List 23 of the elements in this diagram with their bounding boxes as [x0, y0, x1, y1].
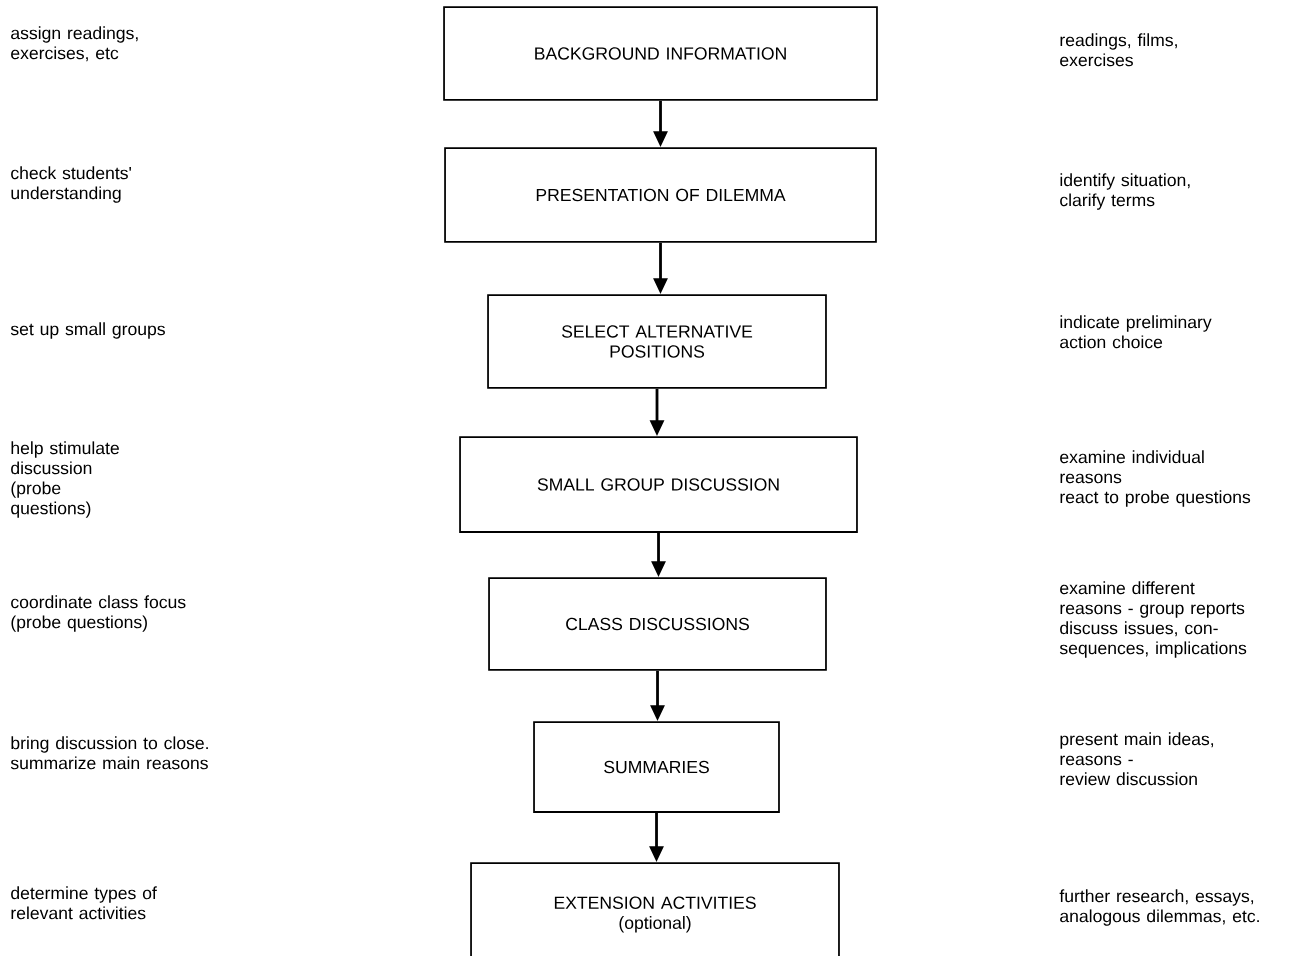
note-text: determine types of relevant activities	[11, 886, 157, 920]
note-text: discuss issues, con-sequences, implications	[1059, 621, 1247, 658]
process-box: PRESENTATION OF DILEMMA	[444, 147, 877, 243]
note-text: readings, films, exercises	[1060, 33, 1177, 67]
note-text: react to probe questions	[1060, 490, 1251, 507]
note-text: assign readings, exercises, etc	[11, 26, 138, 62]
note-text: further research, essays, analogous dilemmas, etc.	[1059, 889, 1259, 926]
process-box: EXTENSION ACTIVITIES (optional)	[470, 862, 840, 956]
process-box: CLASS DISCUSSIONS	[488, 577, 827, 671]
note-text: set up small groups	[10, 322, 165, 339]
note-text: identify situation, clarify terms	[1060, 173, 1190, 210]
process-box: SELECT ALTERNATIVE POSITIONS	[487, 294, 827, 389]
note-text: indicate preliminary action choice	[1060, 315, 1212, 349]
note-text: check students' understanding	[11, 166, 131, 203]
note-text: present main ideas, reasons -	[1060, 732, 1214, 766]
process-box: BACKGROUND INFORMATION	[443, 6, 878, 101]
note-text: examine individual reasons	[1060, 450, 1204, 484]
process-box: SMALL GROUP DISCUSSION	[459, 436, 858, 533]
note-text: bring discussion to close. summarize main reasons	[10, 736, 208, 770]
note-text: help stimulate discussion (probe questions)	[11, 441, 119, 518]
note-text: review discussion	[1060, 772, 1197, 786]
note-text: coordinate class focus (probe questions)	[11, 595, 186, 632]
process-box: SUMMARIES	[533, 721, 780, 813]
